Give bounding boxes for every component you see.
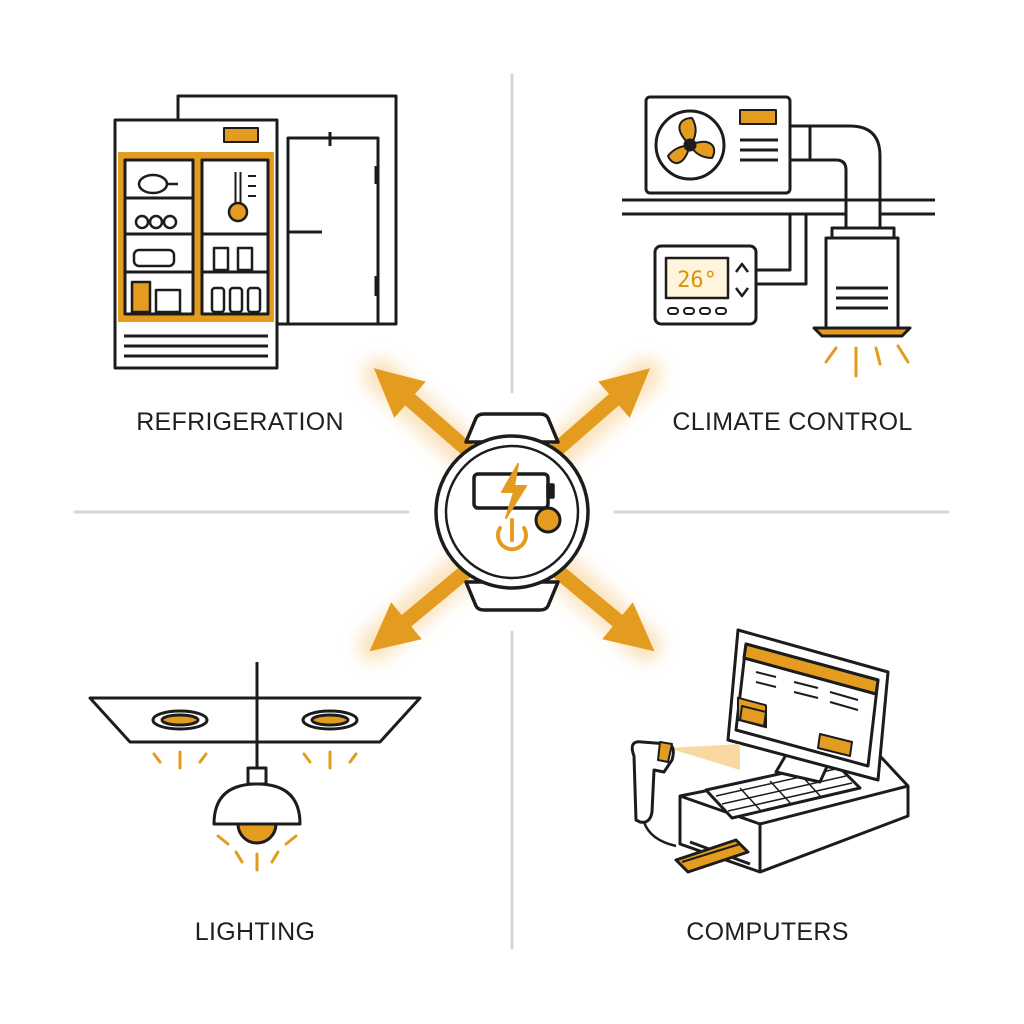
arrow-to-lighting (369, 560, 478, 652)
label-refrigeration: REFRIGERATION (136, 408, 344, 436)
refrigerator-icon (113, 94, 398, 370)
label-computers: COMPUTERS (686, 918, 849, 946)
label-lighting: LIGHTING (194, 918, 316, 946)
air-conditioner-icon: 26° (622, 95, 935, 378)
arrow-to-refrigeration (373, 368, 478, 460)
arrow-to-computers (546, 560, 655, 652)
thermostat-reading: 26° (677, 268, 717, 293)
pos-computer-icon (630, 628, 910, 874)
ceiling-light-icon (88, 662, 422, 872)
quadrant-dividers (73, 73, 950, 950)
arrow-to-climate (546, 368, 651, 460)
smartwatch-power-icon (434, 412, 590, 612)
label-climate-control: CLIMATE CONTROL (672, 408, 913, 436)
